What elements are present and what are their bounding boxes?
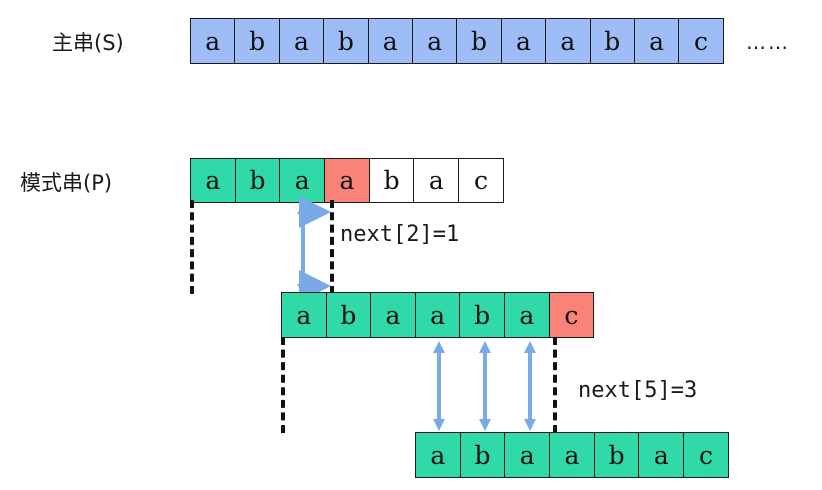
char-cell: b bbox=[593, 432, 640, 478]
char-cell: b bbox=[323, 18, 369, 64]
char-cell: a bbox=[503, 292, 550, 338]
char-cell: a bbox=[504, 432, 551, 478]
char-cell: c bbox=[548, 292, 595, 338]
char-cell: a bbox=[633, 18, 680, 64]
dash-guide-p1-left bbox=[190, 200, 194, 294]
dash-guide-p2-left bbox=[281, 337, 285, 433]
char-cell: a bbox=[324, 158, 370, 203]
match-arrow-1 bbox=[297, 196, 331, 302]
main-string-ellipsis: …… bbox=[746, 30, 790, 54]
char-cell: a bbox=[279, 158, 326, 203]
char-cell: a bbox=[278, 18, 325, 64]
char-cell: b bbox=[368, 158, 415, 203]
char-cell: a bbox=[190, 158, 236, 203]
dash-guide-p2-right bbox=[553, 337, 557, 433]
char-cell: a bbox=[545, 18, 591, 64]
char-cell: a bbox=[281, 292, 327, 338]
dash-guide-p1-right bbox=[330, 200, 334, 294]
char-cell: a bbox=[500, 18, 547, 64]
char-cell: a bbox=[370, 292, 416, 338]
main-string-label: 主串(S) bbox=[52, 31, 124, 55]
char-cell: a bbox=[411, 18, 458, 64]
char-cell: b bbox=[234, 158, 281, 203]
char-cell: b bbox=[456, 18, 502, 64]
pattern-string-label: 模式串(P) bbox=[20, 171, 113, 195]
char-cell: a bbox=[549, 432, 595, 478]
char-cell: b bbox=[234, 18, 280, 64]
char-cell: c bbox=[683, 432, 729, 478]
char-cell: b bbox=[325, 292, 372, 338]
char-cell: b bbox=[459, 292, 505, 338]
next-5-annotation: next[5]=3 bbox=[578, 378, 698, 403]
char-cell: a bbox=[415, 432, 461, 478]
char-cell: b bbox=[589, 18, 635, 64]
char-cell: a bbox=[638, 432, 685, 478]
char-cell: a bbox=[190, 18, 236, 64]
match-arrow-3 bbox=[479, 341, 491, 431]
char-cell: c bbox=[458, 158, 504, 203]
match-arrow-4 bbox=[524, 341, 536, 431]
char-cell: a bbox=[413, 158, 460, 203]
next-2-annotation: next[2]=1 bbox=[340, 222, 460, 247]
char-cell: b bbox=[459, 432, 506, 478]
char-cell: a bbox=[367, 18, 413, 64]
char-cell: c bbox=[678, 18, 724, 64]
char-cell: a bbox=[414, 292, 461, 338]
match-arrow-2 bbox=[433, 341, 445, 431]
